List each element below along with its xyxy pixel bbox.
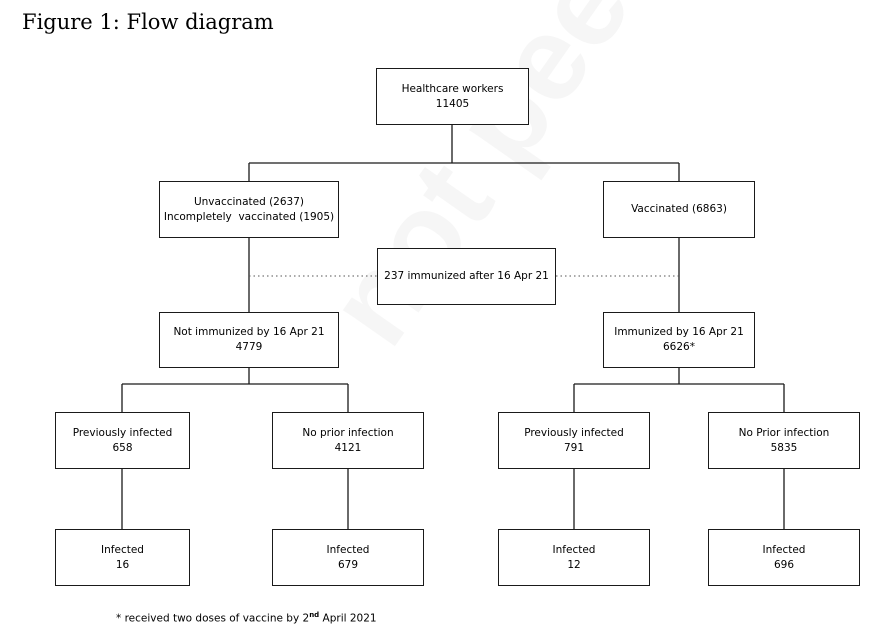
node-infected-1: Infected 16 — [55, 529, 190, 586]
node-label: Not immunized by 16 Apr 21 — [173, 326, 325, 338]
node-previously-infected-left: Previously infected 658 — [55, 412, 190, 469]
node-healthcare-workers: Healthcare workers 11405 — [376, 68, 529, 125]
node-label: No Prior infection — [738, 426, 830, 439]
node-value: 791 — [563, 441, 585, 454]
node-value: 16 — [115, 558, 130, 571]
node-no-prior-infection-left: No prior infection 4121 — [272, 412, 424, 469]
node-no-prior-infection-right: No Prior infection 5835 — [708, 412, 860, 469]
footnote-text: * received two doses of vaccine by 2 — [116, 612, 310, 625]
node-label: No prior infection — [302, 426, 394, 439]
node-not-immunized: Not immunized by 16 Apr 21 4779 — [159, 312, 339, 368]
node-value: 696 — [773, 558, 795, 571]
node-label: 237 immunized after 16 Apr 21 — [384, 270, 549, 282]
node-label: Healthcare workers — [401, 82, 504, 95]
footnote-superscript: nd — [309, 611, 320, 619]
node-value: 4779 — [235, 341, 263, 353]
node-immunized-after: 237 immunized after 16 Apr 21 — [377, 248, 556, 305]
node-label: Immunized by 16 Apr 21 — [614, 326, 744, 338]
node-label: Infected — [101, 543, 144, 556]
node-value: 5835 — [770, 441, 798, 454]
node-value: 12 — [567, 558, 581, 571]
node-infected-2: Infected 679 — [272, 529, 424, 586]
node-infected-3: Infected 12 — [498, 529, 650, 586]
node-label: Previously infected — [524, 426, 624, 439]
node-label: Unvaccinated (2637) — [193, 195, 305, 208]
node-unvaccinated: Unvaccinated (2637) Incompletely vaccina… — [159, 181, 339, 238]
figure-title: Figure 1: Flow diagram — [22, 10, 274, 34]
node-label: Previously infected — [72, 426, 173, 439]
node-value: 11405 — [435, 97, 470, 110]
node-label: Infected — [326, 543, 370, 556]
footnote: * received two doses of vaccine by 2nd A… — [116, 611, 377, 625]
node-label: Incompletely vaccinated (1905) — [163, 210, 335, 223]
node-previously-infected-right: Previously infected 791 — [498, 412, 650, 469]
node-value: 6626* — [663, 341, 695, 353]
node-infected-4: Infected 696 — [708, 529, 860, 586]
footnote-text-end: April 2021 — [319, 612, 377, 625]
node-vaccinated: Vaccinated (6863) — [603, 181, 755, 238]
node-value: 4121 — [334, 441, 362, 454]
node-value: 679 — [337, 558, 359, 571]
node-label: Infected — [762, 543, 806, 556]
node-label: Vaccinated (6863) — [631, 203, 727, 215]
node-label: Infected — [552, 543, 596, 556]
node-value: 658 — [112, 441, 133, 454]
node-immunized: Immunized by 16 Apr 21 6626* — [603, 312, 755, 368]
